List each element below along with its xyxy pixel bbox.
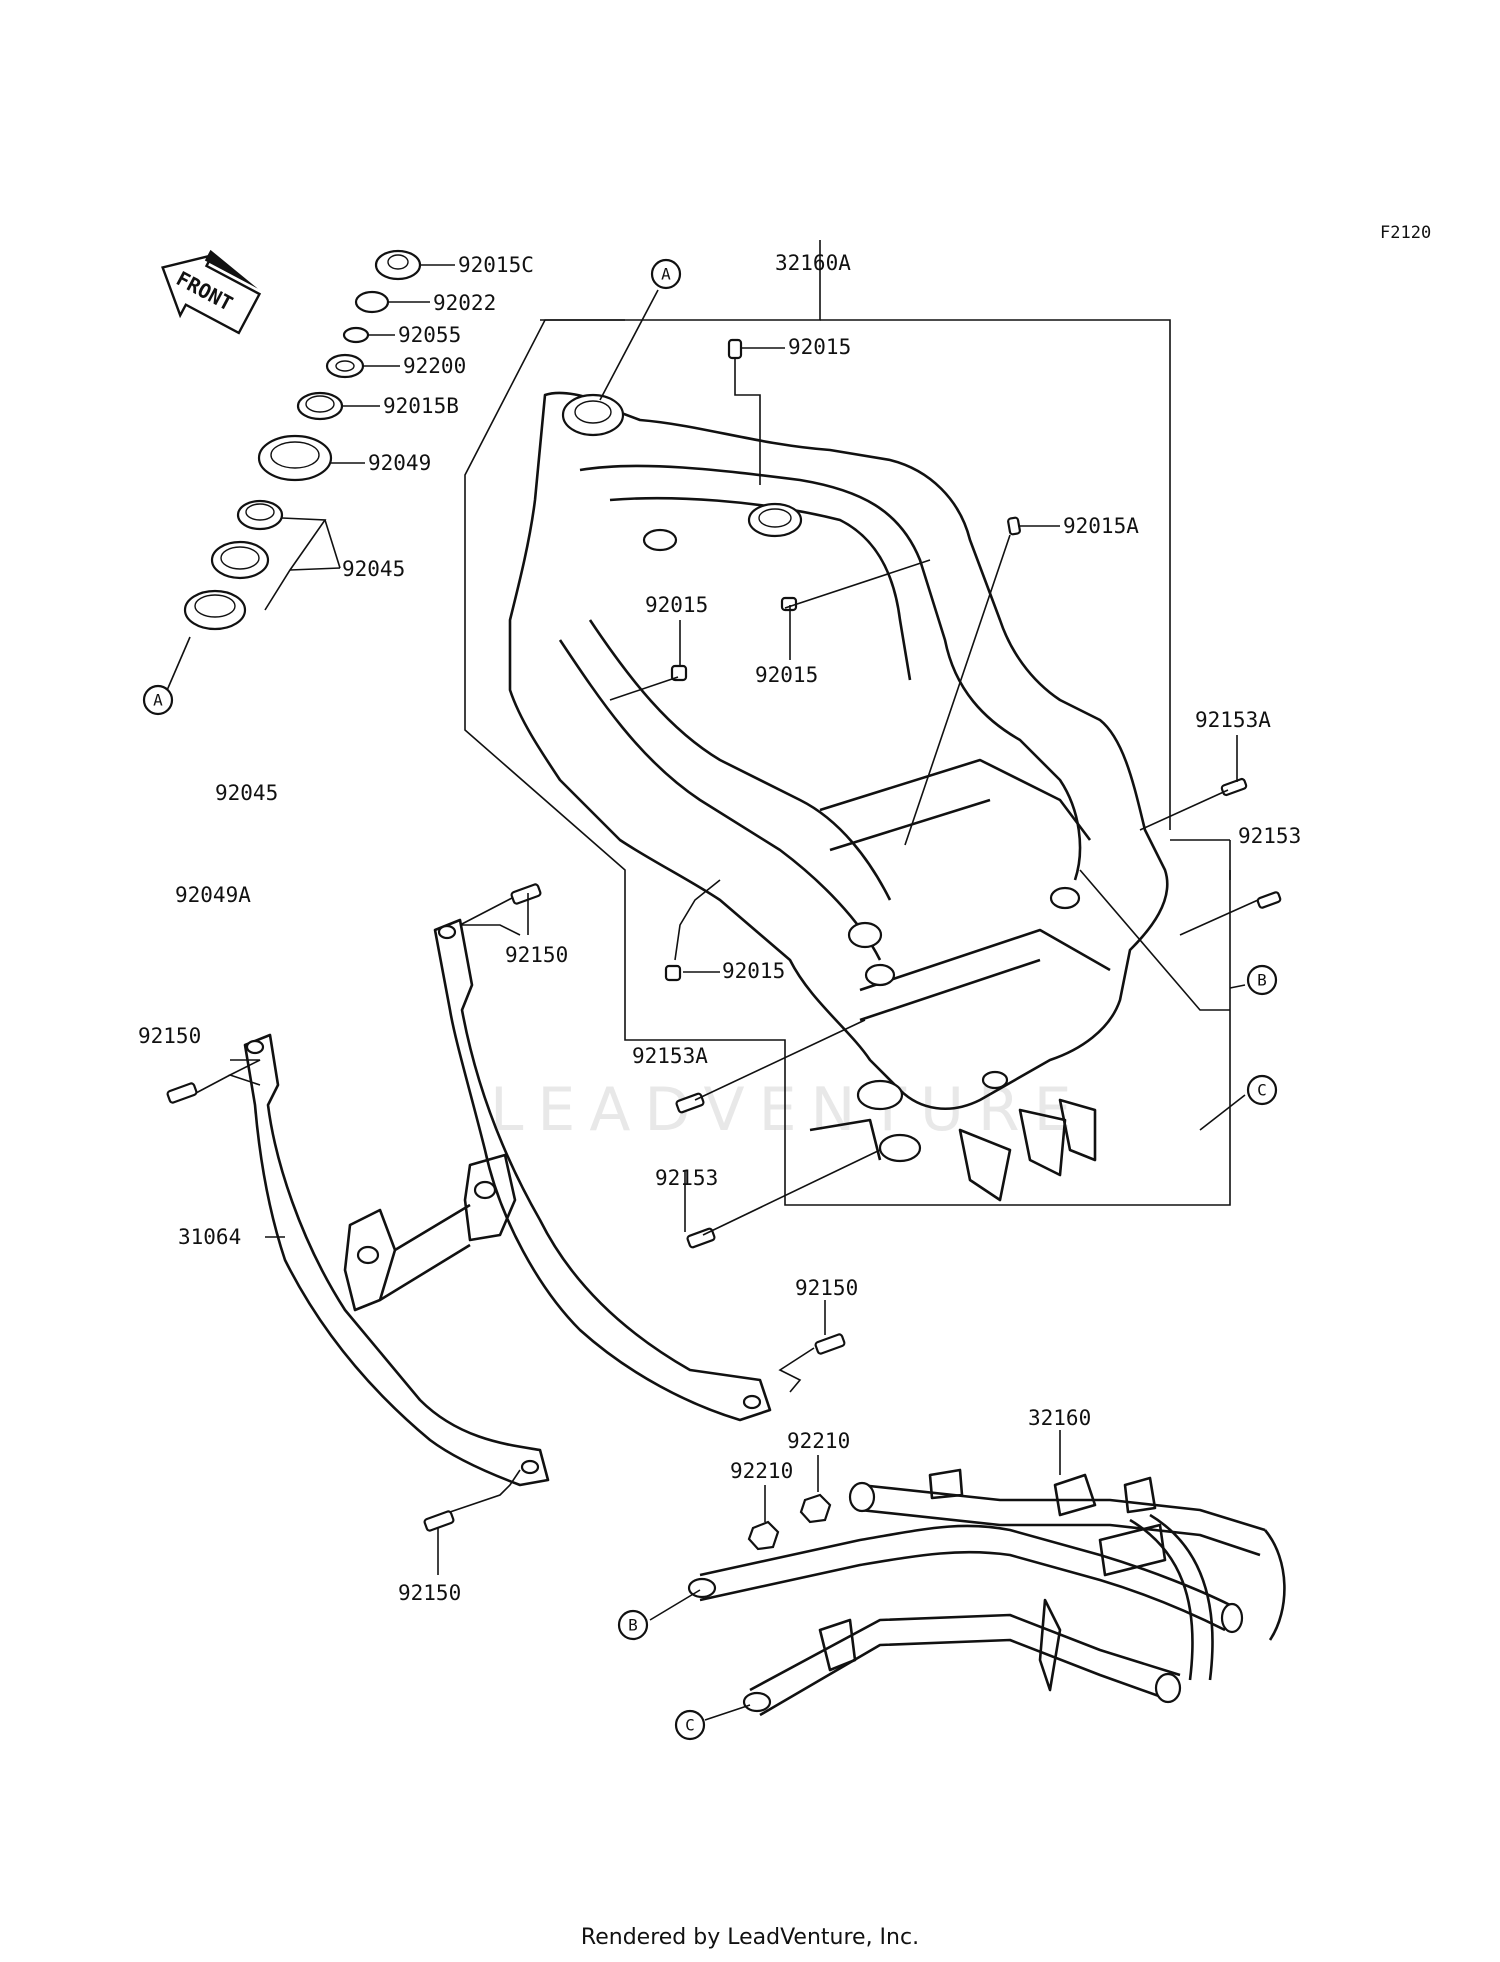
label-92153A-right: 92153A (1195, 708, 1271, 732)
callout-A-top: A (650, 258, 682, 290)
label-92015-low: 92015 (722, 959, 785, 983)
label-31064: 31064 (178, 1225, 241, 1249)
steering-stem-parts (183, 249, 422, 631)
label-92015-top: 92015 (788, 335, 851, 359)
callout-leaders (599, 289, 1246, 1721)
label-32160: 32160 (1028, 1406, 1091, 1430)
label-92153A-low: 92153A (632, 1044, 708, 1068)
figure-code: F2120 (1380, 223, 1432, 243)
stem-leader-lines (164, 264, 455, 696)
bolt-92150-bottom (423, 1510, 455, 1532)
svg-text:A: A (661, 265, 671, 284)
bolt-92015-low (664, 964, 682, 982)
bolt-92015-top (727, 338, 743, 360)
svg-text:C: C (1257, 1081, 1267, 1100)
bolt-92015-mid1 (670, 664, 688, 682)
label-92200: 92200 (403, 354, 466, 378)
label-92150-right: 92150 (795, 1276, 858, 1300)
main-frame-32160A (508, 391, 1169, 1202)
bolt-92015A (1007, 516, 1021, 536)
label-92015-mid2: 92015 (755, 663, 818, 687)
bolt-92150-mid (510, 883, 542, 905)
watermark: LEADVENTURE (490, 1075, 1086, 1145)
label-92045-top: 92045 (342, 557, 405, 581)
label-92150-left: 92150 (138, 1024, 201, 1048)
callout-C-lower: C (674, 1709, 706, 1741)
callout-C-right: C (1246, 1074, 1278, 1106)
callout-A-left: A (142, 684, 174, 716)
callout-B-lower: B (617, 1609, 649, 1641)
label-92210-a: 92210 (787, 1429, 850, 1453)
label-92150-bottom: 92150 (398, 1581, 461, 1605)
callout-B-right: B (1246, 964, 1278, 996)
bolt-92153-right (1256, 891, 1282, 909)
label-92055: 92055 (398, 323, 461, 347)
front-downtube-left (243, 1033, 550, 1487)
label-92153-right: 92153 (1238, 824, 1301, 848)
svg-text:B: B (1257, 971, 1267, 990)
bolt-92150-left (166, 1082, 198, 1104)
engine-mount-bracket (343, 1153, 517, 1312)
svg-text:A: A (153, 691, 163, 710)
label-92153-low: 92153 (655, 1166, 718, 1190)
main-frame-bracket (464, 240, 1231, 1206)
nut-92210-b (747, 1520, 780, 1551)
label-92049: 92049 (368, 451, 431, 475)
bolt-92150-right (814, 1333, 846, 1355)
label-92015-mid1: 92015 (645, 593, 708, 617)
label-32160A: 32160A (775, 251, 851, 275)
footer-credit: Rendered by LeadVenture, Inc. (580, 1925, 920, 1950)
bolt-92015-mid2 (780, 596, 798, 612)
svg-text:C: C (685, 1716, 695, 1735)
label-92150-mid: 92150 (505, 943, 568, 967)
nut-92210-a (799, 1493, 832, 1524)
front-arrow-icon: FRONT (161, 249, 262, 335)
label-92022: 92022 (433, 291, 496, 315)
svg-text:B: B (628, 1616, 638, 1635)
rear-subframe-32160 (687, 1468, 1286, 1717)
label-92045-mid: 92045 (215, 781, 278, 805)
leader-lines (195, 347, 1259, 1575)
label-92015C: 92015C (458, 253, 534, 277)
label-92049A: 92049A (175, 883, 251, 907)
bolt-92153A-right (1220, 777, 1248, 797)
label-92015A: 92015A (1063, 514, 1139, 538)
front-downtube-right (433, 918, 772, 1422)
label-92210-b: 92210 (730, 1459, 793, 1483)
label-92015B: 92015B (383, 394, 459, 418)
